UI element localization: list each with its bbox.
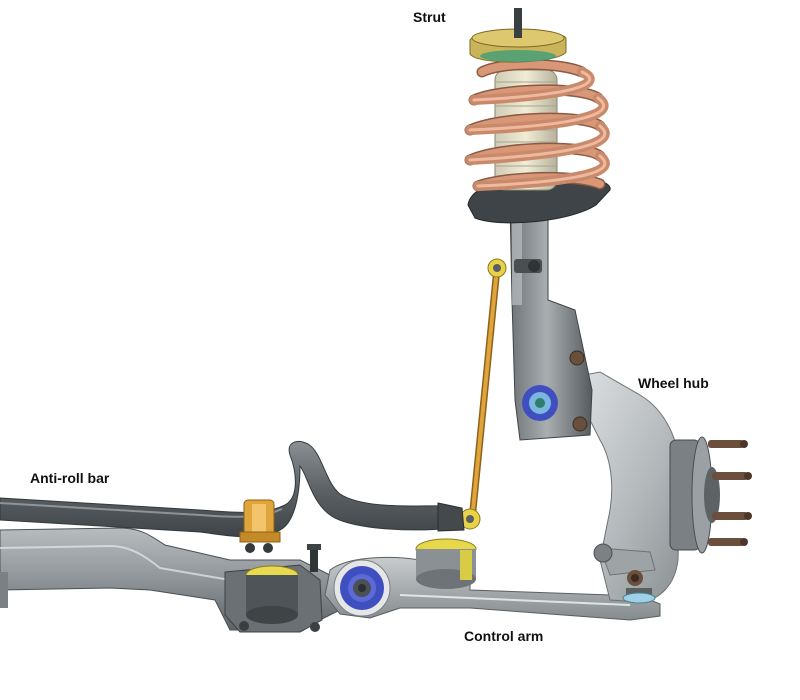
anti-roll-bar	[0, 441, 453, 538]
label-anti-roll-bar: Anti-roll bar	[30, 470, 110, 486]
label-control-arm: Control arm	[464, 628, 544, 644]
control-arm-front-bushing	[333, 559, 391, 617]
steering-knuckle	[559, 371, 681, 604]
label-strut: Strut	[413, 9, 446, 25]
anti-roll-bar-clamp	[239, 499, 281, 553]
control-arm	[324, 538, 661, 621]
label-wheel-hub: Wheel hub	[638, 375, 709, 391]
anti-roll-bar-end	[437, 502, 465, 532]
wheel-stud	[708, 440, 752, 546]
strut-body	[509, 204, 593, 441]
wheel-hub	[669, 436, 752, 554]
strut-top-mount	[469, 8, 567, 63]
subframe-bushing-mount	[224, 544, 323, 633]
coil-spring	[464, 59, 610, 192]
stabilizer-link	[459, 258, 507, 530]
